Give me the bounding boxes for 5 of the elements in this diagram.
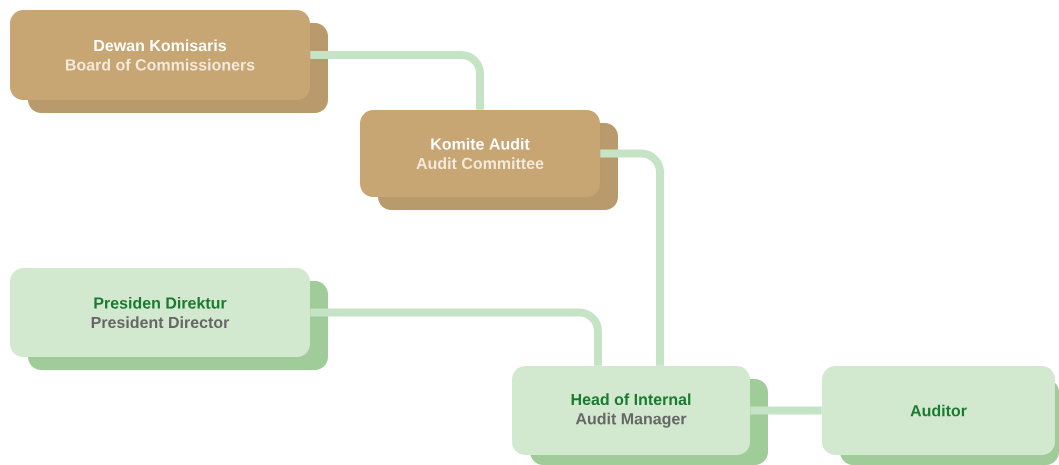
org-box: Dewan Komisaris Board of Commissioners — [10, 10, 328, 113]
org-box: Auditor — [822, 366, 1059, 465]
org-box: Head of Internal Audit Manager — [512, 366, 768, 465]
org-box: Presiden Direktur President Director — [10, 268, 328, 370]
org-box: Komite Audit Audit Committee — [360, 110, 618, 210]
